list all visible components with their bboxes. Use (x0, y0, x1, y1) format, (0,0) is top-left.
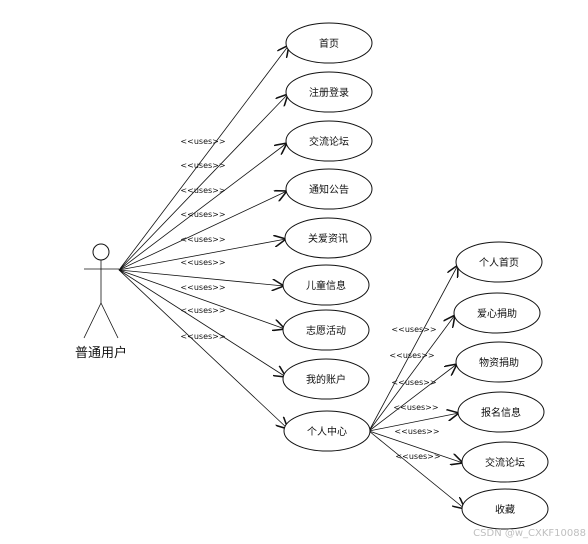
edge-children-info (118, 269, 284, 286)
use-case-personal-home-label: 个人首页 (479, 256, 519, 269)
use-case-sub-forum[interactable]: 交流论坛 (461, 441, 549, 483)
uses-label: <<uses>> (180, 161, 225, 170)
uses-label: <<uses>> (395, 452, 440, 461)
uses-label: <<uses>> (180, 283, 225, 292)
use-case-home-ellipse (285, 22, 373, 64)
use-case-favorites[interactable]: 收藏 (461, 488, 549, 530)
edge-personal-center (118, 269, 288, 429)
edge-goods-donation (368, 364, 457, 432)
use-case-signup-info-ellipse (457, 391, 545, 433)
uses-label: <<uses>> (180, 210, 225, 219)
use-case-register-label: 注册登录 (309, 86, 349, 99)
use-case-love-donation[interactable]: 爱心捐助 (453, 292, 541, 334)
use-case-signup-info[interactable]: 报名信息 (457, 391, 545, 433)
uses-label: <<uses>> (389, 351, 434, 360)
uses-label: <<uses>> (180, 306, 225, 315)
use-case-children-info-ellipse (282, 264, 370, 306)
edge-forum (118, 143, 287, 271)
use-case-love-donation-ellipse (453, 292, 541, 334)
use-case-forum[interactable]: 交流论坛 (285, 120, 373, 162)
edge-home (118, 45, 289, 271)
uses-label: <<uses>> (180, 332, 225, 341)
edge-favorites (368, 430, 465, 509)
uses-label: <<uses>> (394, 427, 439, 436)
use-case-home-label: 首页 (319, 37, 339, 50)
uses-label: <<uses>> (393, 403, 438, 412)
use-case-forum-label: 交流论坛 (309, 135, 349, 148)
use-case-register[interactable]: 注册登录 (285, 71, 373, 113)
use-case-personal-home[interactable]: 个人首页 (455, 241, 543, 283)
edge-signup-info (368, 413, 459, 432)
use-case-register-ellipse (285, 71, 373, 113)
actor-right-leg (100, 302, 119, 339)
use-case-volunteer-ellipse (282, 309, 370, 351)
use-case-goods-donation[interactable]: 物资捐助 (455, 341, 543, 383)
use-case-personal-center-ellipse (283, 410, 371, 452)
use-case-children-info[interactable]: 儿童信息 (282, 264, 370, 306)
edge-care-info (118, 239, 286, 271)
actor-label: 普通用户 (75, 345, 127, 361)
edge-sub-forum (368, 430, 463, 463)
edge-my-account (118, 269, 286, 377)
edge-personal-home (368, 265, 458, 432)
use-case-my-account[interactable]: 我的账户 (282, 358, 370, 400)
uses-label: <<uses>> (391, 378, 436, 387)
use-case-my-account-ellipse (282, 358, 370, 400)
use-case-favorites-label: 收藏 (495, 503, 515, 516)
use-case-notice-label: 通知公告 (309, 183, 349, 196)
use-case-notice-ellipse (285, 168, 373, 210)
use-case-forum-ellipse (285, 120, 373, 162)
actor-head (92, 243, 110, 261)
actor-left-leg (83, 302, 102, 339)
use-case-care-info-label: 关爱资讯 (308, 232, 348, 245)
actor-figure (83, 243, 119, 339)
use-case-personal-center-label: 个人中心 (307, 425, 347, 438)
use-case-volunteer-label: 志愿活动 (306, 324, 346, 337)
use-case-care-info[interactable]: 关爱资讯 (284, 217, 372, 259)
use-case-volunteer[interactable]: 志愿活动 (282, 309, 370, 351)
edge-volunteer (118, 269, 285, 329)
use-case-sub-forum-ellipse (461, 441, 549, 483)
use-case-my-account-label: 我的账户 (306, 373, 346, 386)
use-case-personal-center[interactable]: 个人中心 (283, 410, 371, 452)
use-case-love-donation-label: 爱心捐助 (477, 307, 517, 320)
relation-labels: <<uses>> <<uses>> <<uses>> <<uses>> <<uses>>… (180, 137, 440, 461)
relation-edges (118, 45, 465, 509)
use-case-signup-info-label: 报名信息 (481, 406, 521, 419)
use-case-personal-home-ellipse (455, 241, 543, 283)
use-case-home[interactable]: 首页 (285, 22, 373, 64)
uses-label: <<uses>> (180, 258, 225, 267)
use-case-goods-donation-label: 物资捐助 (479, 356, 519, 369)
watermark: CSDN @w_CXKF10088 (473, 528, 586, 539)
use-case-sub-forum-label: 交流论坛 (485, 456, 525, 469)
use-case-goods-donation-ellipse (455, 341, 543, 383)
uses-label: <<uses>> (391, 325, 436, 334)
use-case-notice[interactable]: 通知公告 (285, 168, 373, 210)
uses-label: <<uses>> (180, 137, 225, 146)
use-case-favorites-ellipse (461, 488, 549, 530)
uses-label: <<uses>> (180, 186, 225, 195)
uses-label: <<uses>> (180, 235, 225, 244)
use-case-care-info-ellipse (284, 217, 372, 259)
edge-register (118, 94, 288, 271)
edge-notice (118, 191, 287, 271)
use-case-children-info-label: 儿童信息 (306, 279, 346, 292)
edge-love-donation (368, 315, 455, 432)
